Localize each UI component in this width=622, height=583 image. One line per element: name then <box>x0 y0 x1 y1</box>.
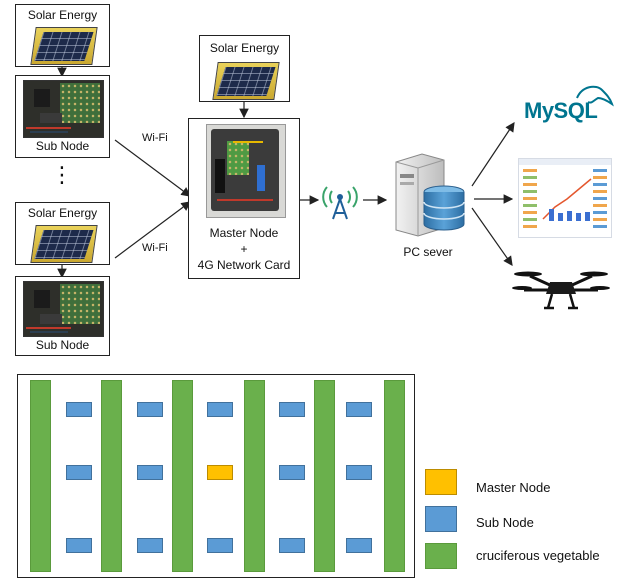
sub-node-board-photo <box>23 281 104 337</box>
server-database-icon <box>395 153 465 237</box>
cruciferous-vegetable-row <box>30 380 51 572</box>
sub-node-marker <box>137 402 163 417</box>
sub-node-marker <box>66 402 92 417</box>
sub-node-marker <box>66 465 92 480</box>
dolphin-icon <box>576 85 614 107</box>
master-node-label: Master Node <box>209 226 279 240</box>
solar-energy-label: Solar Energy <box>27 8 98 22</box>
solar-energy-label: Solar Energy <box>27 206 98 220</box>
wifi-label-1: Wi-Fi <box>142 132 168 144</box>
cruciferous-vegetable-row <box>384 380 405 572</box>
arrow-server-to-drone <box>471 207 513 266</box>
sub-node-marker <box>346 465 372 480</box>
sub-node-marker <box>346 538 372 553</box>
sub-node-marker <box>279 465 305 480</box>
master-node-marker <box>207 465 233 480</box>
sub-node-box-1: Sub Node <box>15 75 110 158</box>
cruciferous-vegetable-row <box>314 380 335 572</box>
sub-node-marker <box>207 538 233 553</box>
sub-node-marker <box>279 538 305 553</box>
cruciferous-vegetable-row <box>244 380 265 572</box>
solar-energy-box-2: Solar Energy <box>15 202 110 265</box>
cruciferous-vegetable-row <box>172 380 193 572</box>
solar-panel-icon <box>30 225 98 263</box>
sub-node-marker <box>66 538 92 553</box>
plus-label: + <box>240 242 248 256</box>
legend-swatch-master <box>425 469 457 495</box>
wifi-label-2: Wi-Fi <box>142 242 168 254</box>
sub-node-box-2: Sub Node <box>15 276 110 356</box>
solar-panel-icon <box>30 27 98 65</box>
legend-master-label: Master Node <box>476 480 551 495</box>
mysql-text: MySQL <box>524 98 598 123</box>
legend-vegetable-label: cruciferous vegetable <box>476 548 600 563</box>
sub-node-marker <box>137 538 163 553</box>
sub-node-marker <box>207 402 233 417</box>
master-node-enclosure-photo <box>206 124 286 218</box>
pc-server-label: PC sever <box>403 245 453 259</box>
sub-node-marker <box>346 402 372 417</box>
legend-swatch-sub <box>425 506 457 532</box>
sub-node-label: Sub Node <box>35 139 90 153</box>
drone-icon <box>512 271 610 310</box>
cruciferous-vegetable-row <box>101 380 122 572</box>
legend-sub-label: Sub Node <box>476 515 534 530</box>
sub-node-label: Sub Node <box>35 338 90 352</box>
ellipsis-dots: ⋮ <box>51 162 73 187</box>
sub-node-marker <box>279 402 305 417</box>
arrow-server-to-mysql <box>471 122 515 187</box>
sub-node-marker <box>137 465 163 480</box>
master-solar-energy-box: Solar Energy <box>199 35 290 102</box>
sub-node-board-photo <box>23 80 104 138</box>
chart-dashboard-icon <box>518 158 612 238</box>
arrow-subnode2-to-master <box>114 201 191 259</box>
solar-energy-box-1: Solar Energy <box>15 4 110 67</box>
master-node-box: Master Node + 4G Network Card <box>188 118 300 279</box>
antenna-icon <box>322 186 358 220</box>
solar-energy-label: Solar Energy <box>209 41 280 55</box>
solar-panel-icon <box>212 62 280 100</box>
arrow-subnode1-to-master <box>114 139 191 197</box>
mysql-logo: MySQL <box>522 84 614 124</box>
network-card-label: 4G Network Card <box>197 258 291 272</box>
legend-swatch-vegetable <box>425 543 457 569</box>
